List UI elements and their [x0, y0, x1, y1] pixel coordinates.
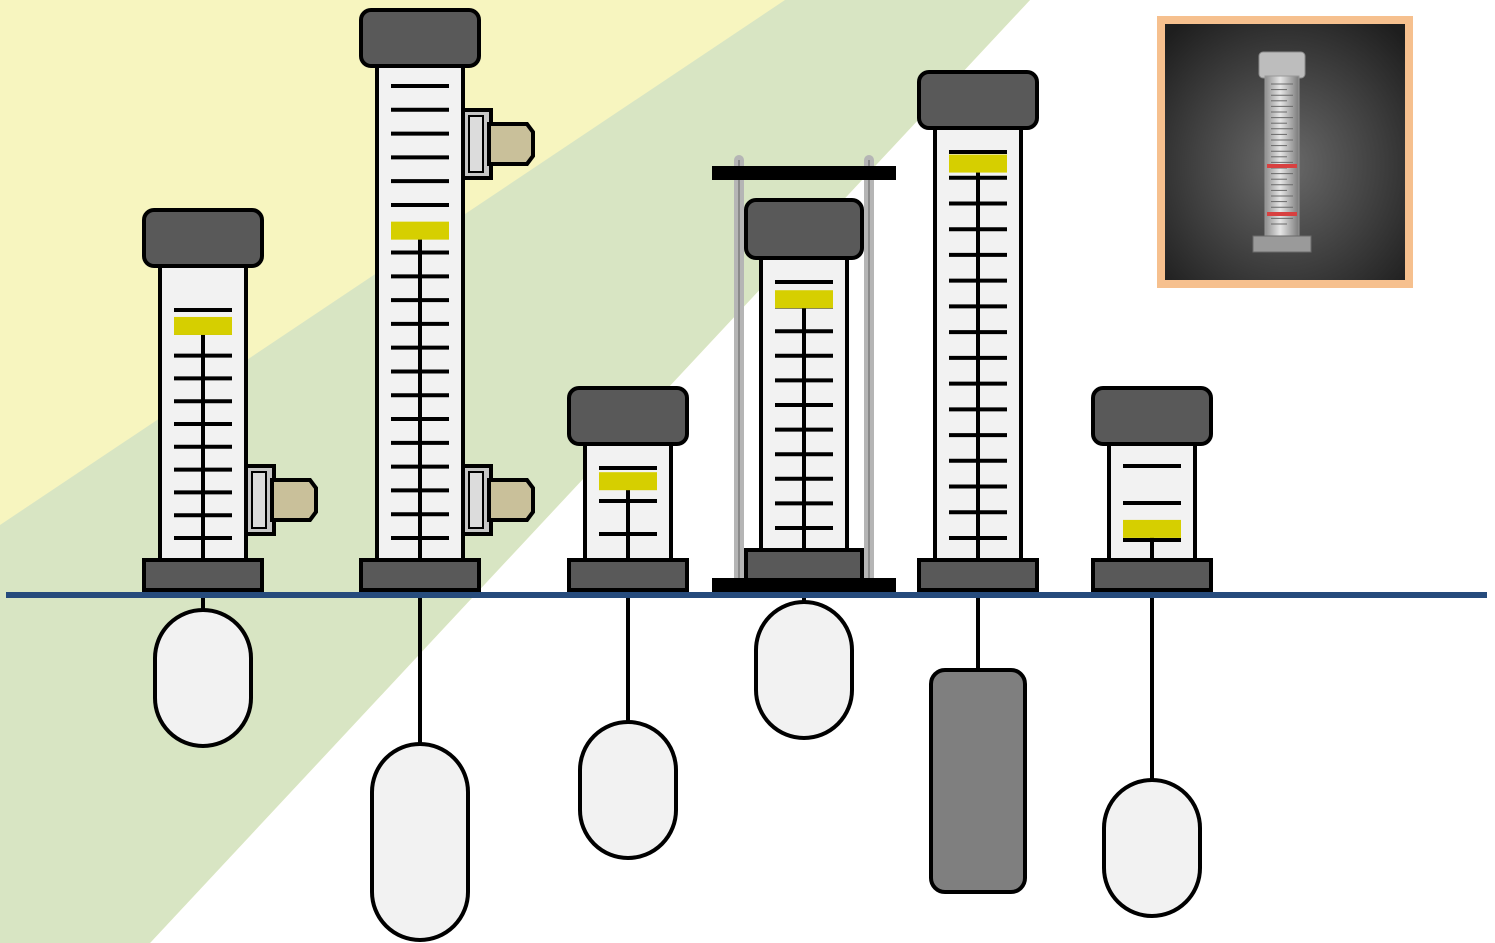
gauge-cap [919, 72, 1037, 128]
gauge-cap [1093, 388, 1211, 444]
level-indicator [949, 155, 1007, 173]
float [372, 744, 468, 940]
gauge-base [569, 560, 687, 590]
float [1104, 780, 1200, 916]
level-indicator [775, 290, 833, 308]
gauge-base [361, 560, 479, 590]
port-fitting [489, 480, 533, 520]
inset-photo [1157, 16, 1413, 288]
flow-meter-photo-icon [1165, 24, 1405, 280]
gauge-base [919, 560, 1037, 590]
tie-rod-top-plate [712, 166, 896, 180]
gauge-cap [746, 200, 862, 258]
float [931, 670, 1025, 892]
gauge-base [1093, 560, 1211, 590]
port-fitting [272, 480, 316, 520]
port-fitting [489, 124, 533, 164]
port-nut-inner [252, 472, 266, 528]
gauge-base [746, 550, 862, 580]
gauge-cap [569, 388, 687, 444]
gauge-3 [569, 388, 687, 858]
gauge-6 [1093, 388, 1211, 916]
float [580, 722, 676, 858]
port-nut-inner [469, 116, 483, 172]
float [756, 602, 852, 738]
gauge-5 [919, 72, 1037, 892]
level-indicator [1123, 520, 1181, 538]
level-indicator [391, 222, 449, 240]
gauge-cap [361, 10, 479, 66]
level-indicator [599, 472, 657, 490]
gauge-4 [712, 160, 896, 738]
gauge-cap [144, 210, 262, 266]
float [155, 610, 251, 746]
level-indicator [174, 317, 232, 335]
port-nut-inner [469, 472, 483, 528]
gauge-base [144, 560, 262, 590]
